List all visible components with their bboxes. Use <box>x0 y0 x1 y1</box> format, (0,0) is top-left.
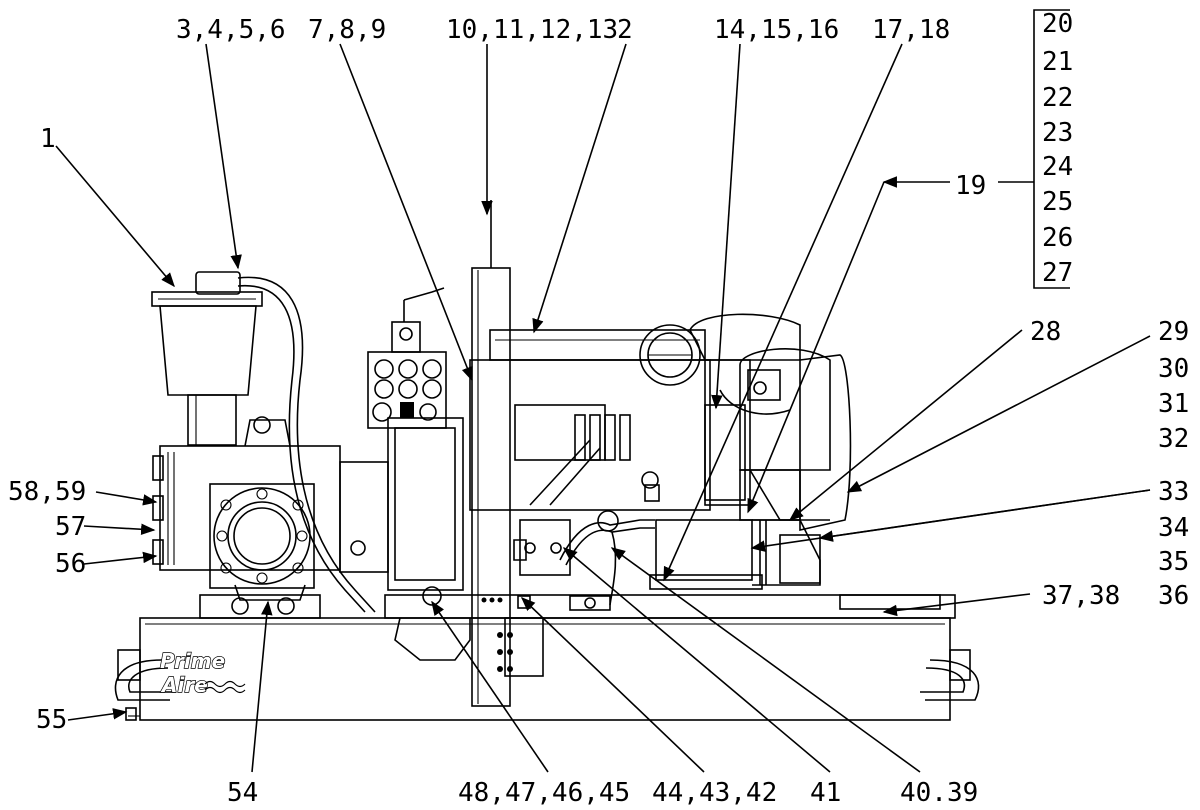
support-bracket <box>394 617 471 661</box>
prime-aire-logo: Prime Aire <box>159 648 246 698</box>
lifting-handle-right <box>925 659 980 701</box>
callout-32: 32 <box>1158 424 1189 454</box>
engine-block <box>469 313 801 576</box>
callout-2: 2 <box>617 15 633 45</box>
callout-22: 22 <box>1042 83 1073 113</box>
callout-28: 28 <box>1030 317 1061 347</box>
callout-26: 26 <box>1042 223 1073 253</box>
skid-bracket-left <box>117 649 141 681</box>
callout-bracket <box>1033 9 1070 289</box>
air-hose <box>237 276 376 613</box>
callout-36: 36 <box>1158 581 1189 611</box>
cooling-shroud <box>719 348 852 531</box>
callout-7-8-9: 7,8,9 <box>308 15 386 45</box>
pump-foot <box>199 594 321 619</box>
leader-lines <box>55 43 1151 773</box>
callout-20: 20 <box>1042 9 1073 39</box>
lifting-handle-left <box>114 659 170 701</box>
callout-30: 30 <box>1158 354 1189 384</box>
pump-body <box>152 416 389 619</box>
callout-labels: 1 3,4,5,6 7,8,9 10,11,12,13 2 14,15,16 1… <box>8 9 1189 808</box>
callout-14-15-16: 14,15,16 <box>714 15 839 45</box>
callout-24: 24 <box>1042 152 1073 182</box>
callout-19: 19 <box>955 171 986 201</box>
strainer-bowl <box>151 271 263 446</box>
callout-40-39: 40.39 <box>900 778 978 808</box>
callout-44-43-42: 44,43,42 <box>652 778 777 808</box>
callout-34: 34 <box>1158 513 1189 543</box>
callout-25: 25 <box>1042 187 1073 217</box>
wire-harness <box>559 519 655 561</box>
callout-41: 41 <box>810 778 841 808</box>
bell-housing <box>387 417 464 591</box>
callout-21: 21 <box>1042 47 1073 77</box>
battery-box <box>655 519 753 581</box>
svg-text:Prime: Prime <box>160 649 225 673</box>
callout-29: 29 <box>1158 317 1189 347</box>
callout-57: 57 <box>55 512 86 542</box>
callout-10-11-12-13: 10,11,12,13 <box>446 15 618 45</box>
callout-54: 54 <box>227 778 258 808</box>
callout-37-38: 37,38 <box>1042 581 1120 611</box>
callout-27: 27 <box>1042 258 1073 288</box>
callout-56: 56 <box>55 549 86 579</box>
pump-skid-assembly: Prime Aire <box>114 200 980 721</box>
callout-33: 33 <box>1158 477 1189 507</box>
callout-55: 55 <box>36 705 67 735</box>
callout-17-18: 17,18 <box>872 15 950 45</box>
callout-23: 23 <box>1042 118 1073 148</box>
callout-48-47-46-45: 48,47,46,45 <box>458 778 630 808</box>
callout-31: 31 <box>1158 389 1189 419</box>
callout-35: 35 <box>1158 547 1189 577</box>
discharge-flange <box>209 483 315 589</box>
svg-text:Aire: Aire <box>160 673 208 697</box>
callout-3-4-5-6: 3,4,5,6 <box>176 15 286 45</box>
control-panel <box>367 287 447 429</box>
callout-58-59: 58,59 <box>8 477 86 507</box>
callout-1: 1 <box>40 124 56 154</box>
